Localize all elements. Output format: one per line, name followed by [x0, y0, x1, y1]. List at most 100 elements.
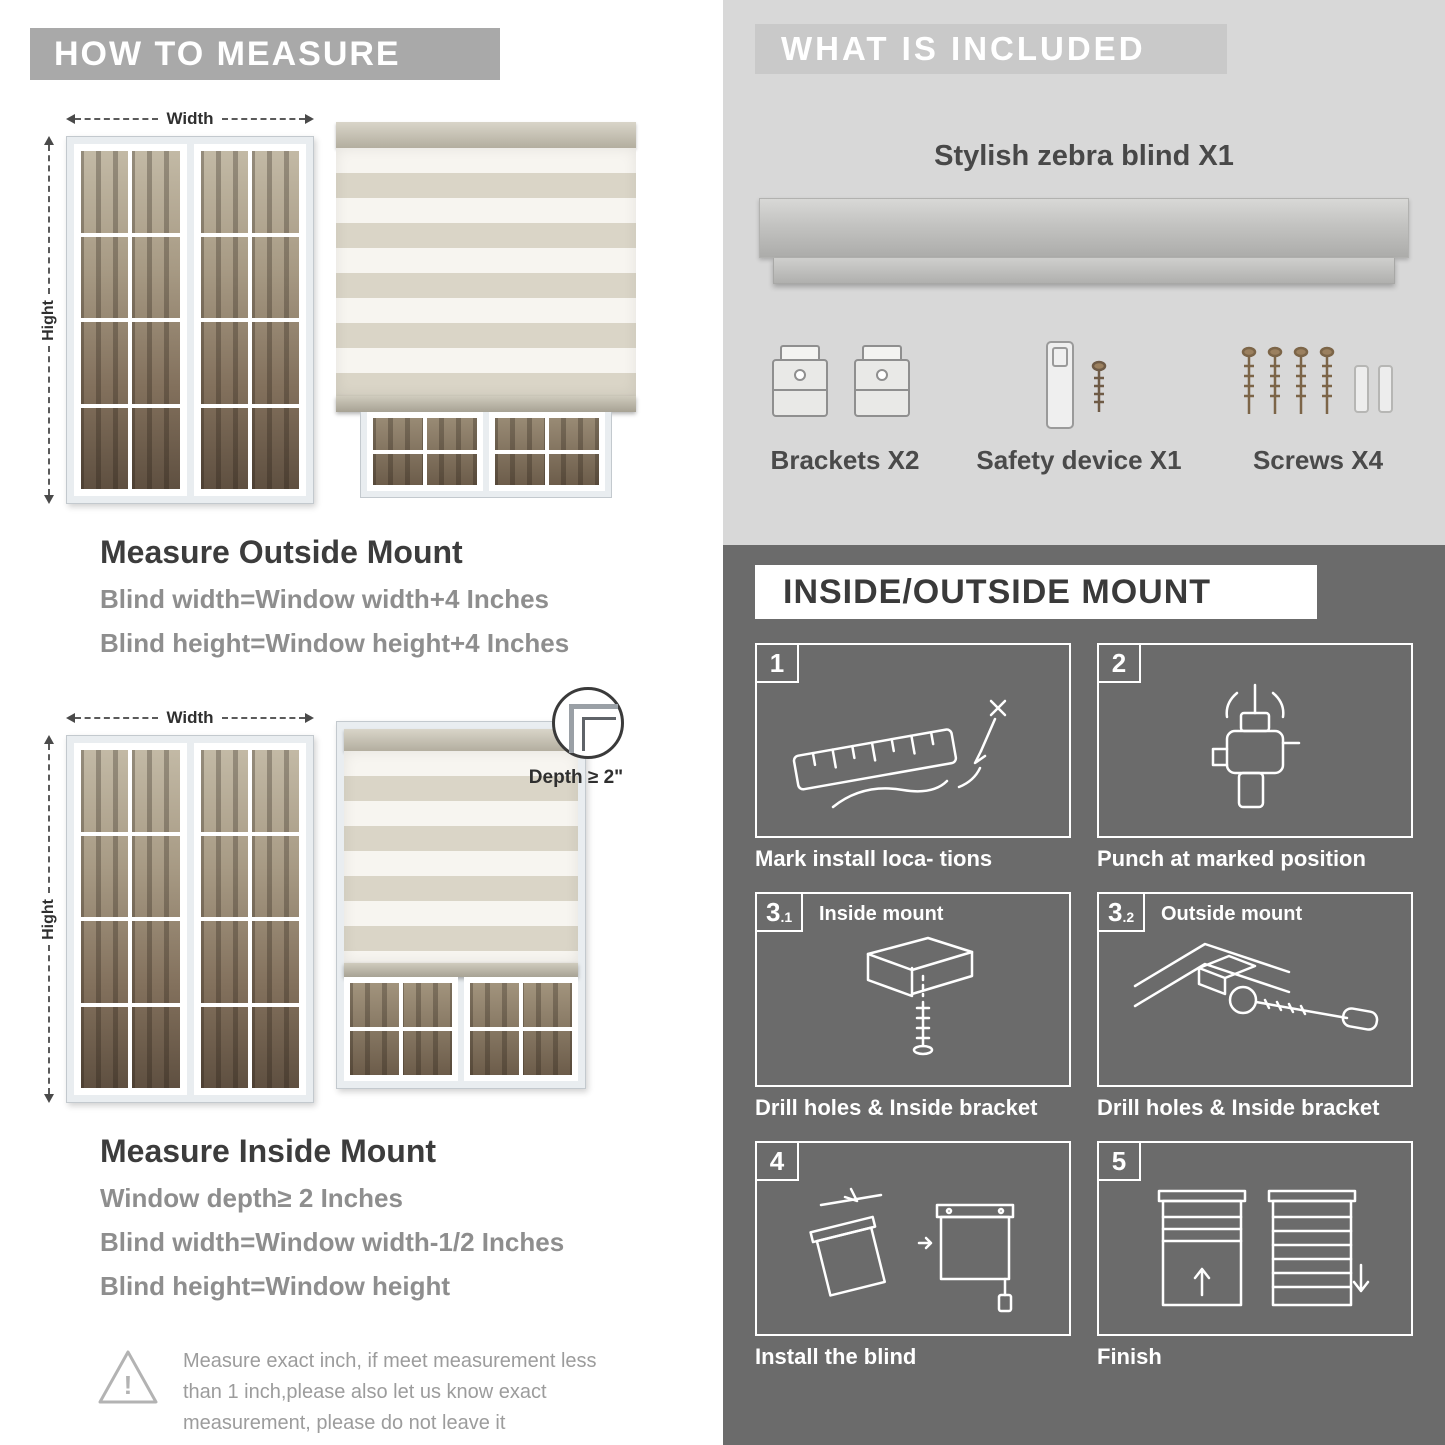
- height-label: Hight: [40, 898, 57, 940]
- headrail-illustration: [759, 198, 1409, 284]
- step-caption: Drill holes & Inside bracket: [1097, 1095, 1380, 1120]
- right-column: WHAT IS INCLUDED Stylish zebra blind X1: [723, 0, 1445, 1445]
- mount-step-5: 5: [1097, 1141, 1413, 1370]
- window-outside-figure: Width Hight: [36, 106, 314, 504]
- inside-outside-mount-header: INSIDE/OUTSIDE MOUNT: [755, 565, 1317, 619]
- height-label: Hight: [40, 299, 57, 341]
- height-arrow: Hight: [38, 735, 60, 1103]
- window-with-inside-blind: [336, 721, 586, 1089]
- inside-mount-figures: Width Hight: [36, 687, 700, 1103]
- safety-device-label: Safety device X1: [976, 445, 1182, 475]
- screws-icon: [1241, 346, 1393, 414]
- blind-bottom-rail: [336, 396, 636, 412]
- brackets-label: Brackets X2: [770, 445, 920, 475]
- step-panel: 2: [1097, 643, 1413, 838]
- depth-callout-circle: [552, 687, 624, 759]
- mount-step-4: 4: [755, 1141, 1071, 1370]
- outside-mount-line-1: Blind width=Window width+4 Inches: [100, 584, 549, 614]
- step-caption: Finish: [1097, 1344, 1162, 1369]
- width-label: Width: [166, 109, 214, 128]
- width-label: Width: [166, 708, 214, 727]
- window-panes: [344, 977, 578, 1081]
- inside-outside-mount-section: INSIDE/OUTSIDE MOUNT 1: [723, 545, 1445, 1445]
- window-photo: [66, 735, 314, 1103]
- how-to-measure-section: HOW TO MEASURE Width Hight: [0, 0, 700, 1445]
- step-caption: Drill holes & Inside bracket: [755, 1095, 1038, 1120]
- window-inside-figure: Width Hight: [36, 705, 314, 1103]
- step-number-badge: 4: [757, 1143, 799, 1181]
- blind-stripes: [344, 751, 578, 963]
- included-item-screws: Screws X4: [1233, 338, 1403, 476]
- finish-illustration: [1157, 1189, 1370, 1307]
- brackets-icon: [772, 345, 910, 417]
- included-items: Brackets X2 Safety dev: [765, 338, 1403, 476]
- blind-bottom-rail: [344, 963, 578, 977]
- outside-mount-line-2: Blind height=Window height+4 Inches: [100, 628, 570, 658]
- zebra-blind-inside-figure: Depth ≥ 2": [336, 687, 624, 1089]
- window-sash-left: [74, 743, 187, 1095]
- what-is-included-section: WHAT IS INCLUDED Stylish zebra blind X1: [723, 0, 1445, 545]
- step-title: Outside mount: [1161, 903, 1303, 925]
- outside-mount-title: Measure Outside Mount: [100, 534, 463, 570]
- svg-text:!: !: [124, 1370, 133, 1400]
- step-number-badge: 2: [1099, 645, 1141, 683]
- blind-cassette: [336, 122, 636, 148]
- blind-stripes: [336, 148, 636, 396]
- blind-cassette: [344, 729, 578, 751]
- window-sash-right: [193, 743, 306, 1095]
- mount-step-3-1: 3 .1 Inside mount: [755, 892, 1071, 1121]
- arrow-up-icon: [44, 136, 54, 145]
- inside-mount-line-2: Blind width=Window width-1/2 Inches: [100, 1227, 565, 1257]
- arrow-up-icon: [44, 735, 54, 744]
- step-caption: Punch at marked position: [1097, 846, 1366, 871]
- window-peek: [360, 412, 612, 498]
- product-name: Stylish zebra blind X1: [934, 140, 1234, 172]
- arrow-down-icon: [44, 1094, 54, 1103]
- what-is-included-header: WHAT IS INCLUDED: [755, 24, 1227, 74]
- warning-triangle-icon: !: [98, 1350, 158, 1404]
- step-number-badge: 5: [1099, 1143, 1141, 1181]
- install-blind-illustration: [809, 1187, 1015, 1313]
- step-number-badge: 3 .1: [757, 894, 804, 932]
- mount-step-1: 1: [755, 643, 1071, 872]
- mount-steps-grid: 1: [755, 643, 1413, 1370]
- step-panel: 5: [1097, 1141, 1413, 1336]
- included-item-safety-device: Safety device X1: [976, 338, 1182, 476]
- inside-mount-line-1: Window depth≥ 2 Inches: [100, 1183, 403, 1213]
- headrail-cassette: [759, 198, 1409, 258]
- mark-locations-illustration: [792, 699, 1007, 809]
- outside-bracket-illustration: [1133, 942, 1379, 1031]
- inside-blind: [344, 729, 578, 977]
- window-photo: [66, 136, 314, 504]
- arrow-down-icon: [44, 495, 54, 504]
- mount-step-2: 2: [1097, 643, 1413, 872]
- arrow-right-icon: [305, 713, 314, 723]
- outside-mount-figures: Width Hight: [36, 106, 700, 504]
- arrow-left-icon: [66, 713, 75, 723]
- included-item-brackets: Brackets X2: [765, 338, 925, 476]
- step-panel: 1: [755, 643, 1071, 838]
- arrow-left-icon: [66, 114, 75, 124]
- window-sash-left: [74, 144, 187, 496]
- height-arrow: Hight: [38, 136, 60, 504]
- width-arrow: Width: [66, 707, 314, 729]
- inside-mount-title: Measure Inside Mount: [100, 1133, 437, 1169]
- drill-illustration: [1211, 683, 1301, 809]
- inside-bracket-illustration: [866, 936, 974, 1056]
- step-number-badge: 3 .2: [1099, 894, 1146, 932]
- step-number-badge: 1: [757, 645, 799, 683]
- depth-label: Depth ≥ 2": [528, 767, 624, 788]
- screws-label: Screws X4: [1252, 445, 1384, 475]
- warning-text: Measure exact inch, if meet measurement …: [183, 1350, 597, 1434]
- how-to-measure-header: HOW TO MEASURE: [30, 28, 500, 80]
- measure-warning: ! Measure exact inch, if meet measuremen…: [95, 1346, 655, 1439]
- zebra-blind-outside-figure: [336, 122, 636, 498]
- window-sash-right: [193, 144, 306, 496]
- step-panel: 4: [755, 1141, 1071, 1336]
- headrail-roll: [773, 258, 1395, 284]
- step-caption: Mark install loca- tions: [755, 846, 993, 871]
- step-panel: 3 .1 Inside mount: [755, 892, 1071, 1087]
- step-panel: 3 .2 Outside mount: [1097, 892, 1413, 1087]
- arrow-right-icon: [305, 114, 314, 124]
